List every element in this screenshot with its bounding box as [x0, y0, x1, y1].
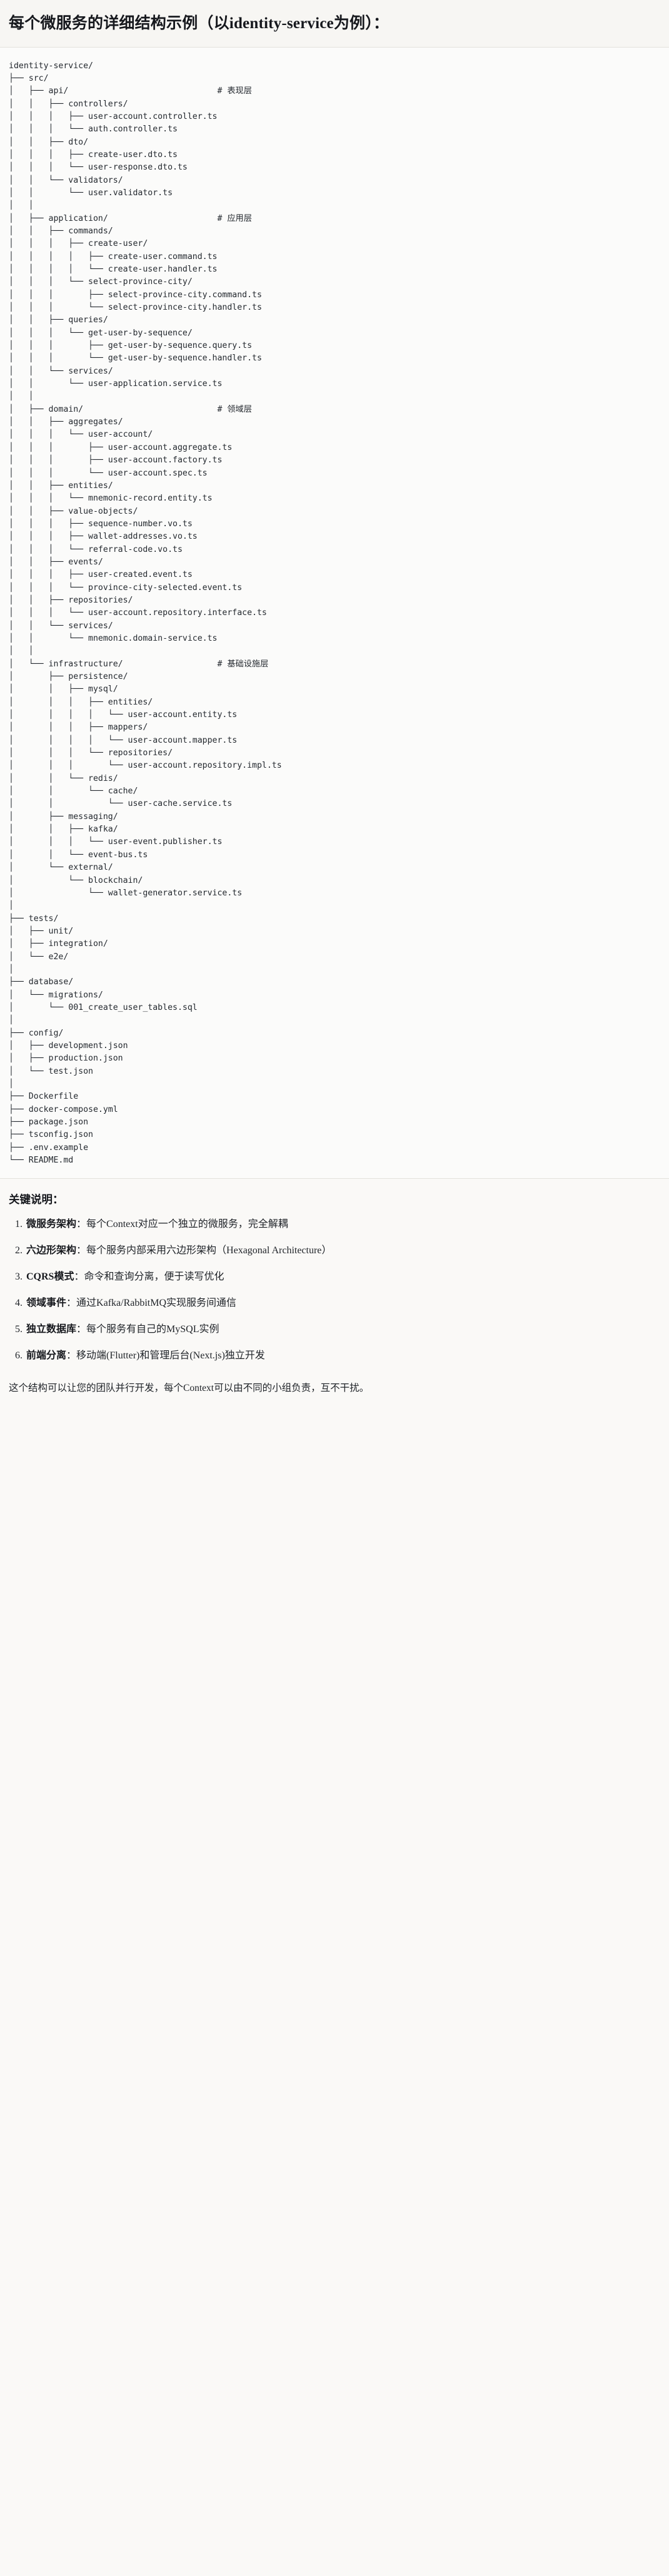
note-separator: ：	[66, 1298, 77, 1309]
list-item: 微服务架构：每个Context对应一个独立的微服务，完全解耦	[25, 1217, 660, 1232]
note-separator: ：	[76, 1324, 87, 1335]
key-notes-title: 关键说明：	[9, 1193, 64, 1206]
note-separator: ：	[74, 1271, 84, 1283]
note-term: CQRS模式	[26, 1271, 74, 1283]
note-text: 每个服务有自己的MySQL实例	[86, 1324, 219, 1335]
note-text: 命令和查询分离，便于读写优化	[84, 1271, 224, 1283]
note-term: 领域事件	[26, 1298, 67, 1309]
note-term: 六边形架构	[26, 1245, 77, 1256]
page-root: 每个微服务的详细结构示例（以identity-service为例）： ident…	[0, 0, 669, 1406]
note-separator: ：	[76, 1219, 87, 1230]
note-separator: ：	[66, 1350, 77, 1362]
header-section: 每个微服务的详细结构示例（以identity-service为例）：	[0, 0, 669, 48]
note-term: 前端分离	[26, 1350, 67, 1362]
directory-tree: identity-service/ ├── src/ │ ├── api/ # …	[9, 61, 282, 1166]
note-text: 移动端(Flutter)和管理后台(Next.js)独立开发	[76, 1350, 265, 1362]
directory-tree-section: identity-service/ ├── src/ │ ├── api/ # …	[0, 47, 669, 1179]
note-text: 每个服务内部采用六边形架构（Hexagonal Architecture）	[86, 1245, 332, 1256]
list-item: 独立数据库：每个服务有自己的MySQL实例	[25, 1322, 660, 1337]
page-title: 每个微服务的详细结构示例（以identity-service为例）：	[9, 15, 390, 32]
list-item: CQRS模式：命令和查询分离，便于读写优化	[25, 1270, 660, 1285]
note-term: 微服务架构	[26, 1219, 77, 1230]
key-notes-section: 关键说明： 微服务架构：每个Context对应一个独立的微服务，完全解耦 六边形…	[0, 1179, 669, 1377]
note-text: 每个Context对应一个独立的微服务，完全解耦	[86, 1219, 288, 1230]
footer-section: 这个结构可以让您的团队并行开发，每个Context可以由不同的小组负责，互不干扰…	[0, 1376, 669, 1407]
key-notes-list: 微服务架构：每个Context对应一个独立的微服务，完全解耦 六边形架构：每个服…	[9, 1217, 660, 1363]
note-text: 通过Kafka/RabbitMQ实现服务间通信	[76, 1298, 237, 1309]
list-item: 六边形架构：每个服务内部采用六边形架构（Hexagonal Architectu…	[25, 1243, 660, 1258]
note-term: 独立数据库	[26, 1324, 77, 1335]
list-item: 前端分离：移动端(Flutter)和管理后台(Next.js)独立开发	[25, 1348, 660, 1363]
note-separator: ：	[76, 1245, 87, 1256]
footer-text: 这个结构可以让您的团队并行开发，每个Context可以由不同的小组负责，互不干扰…	[9, 1383, 370, 1394]
list-item: 领域事件：通过Kafka/RabbitMQ实现服务间通信	[25, 1296, 660, 1311]
